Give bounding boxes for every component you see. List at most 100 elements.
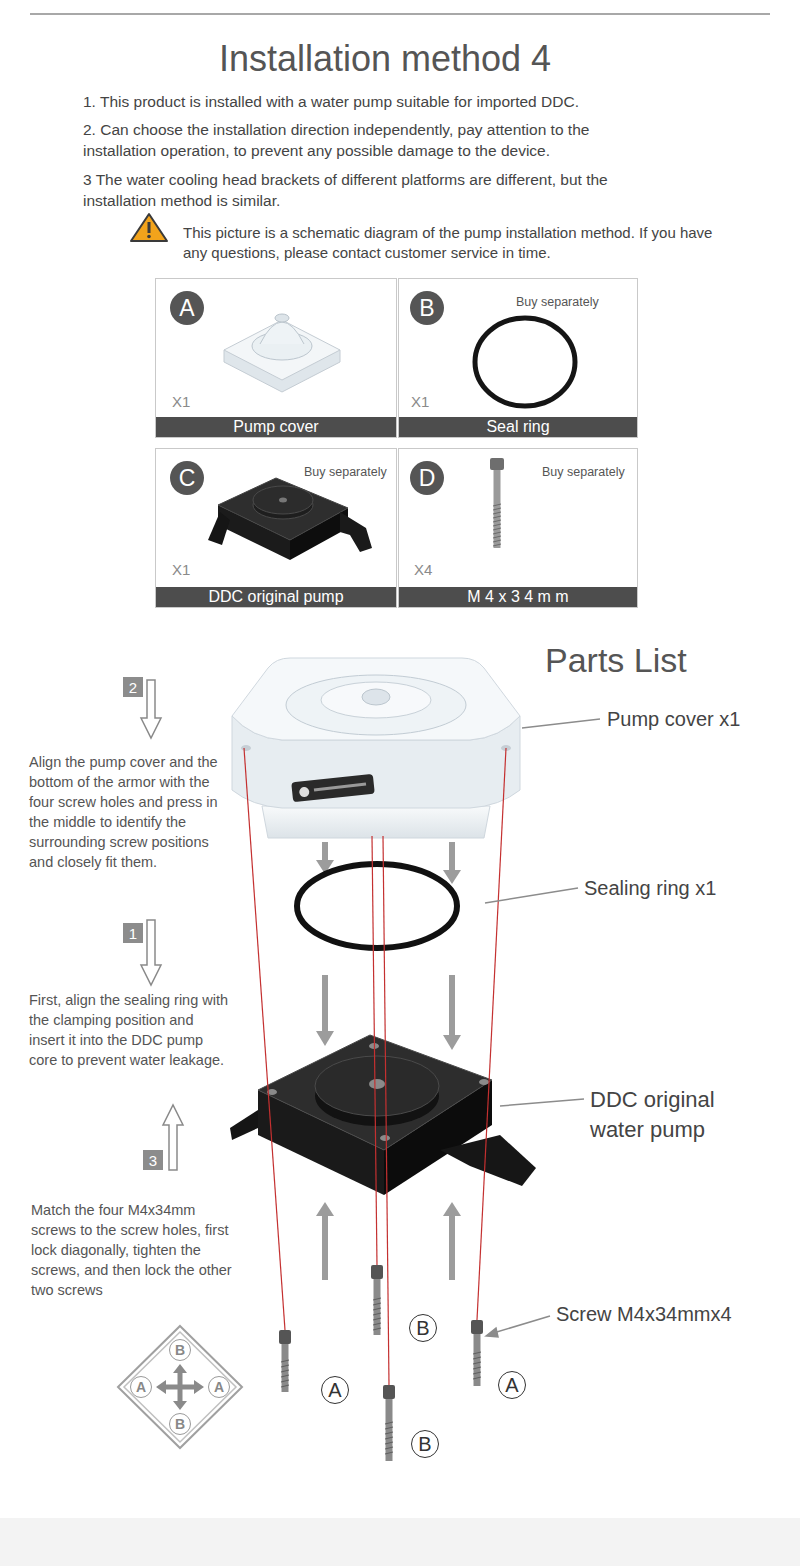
ddc-pump-thumb xyxy=(218,478,348,540)
quantity: X1 xyxy=(172,561,190,579)
ddc-pump-thumb xyxy=(208,512,230,545)
warning-icon xyxy=(131,214,167,241)
part-name-bar: Pump cover xyxy=(156,417,396,437)
ddc-pump-drawing xyxy=(479,1079,489,1085)
gray-arrow xyxy=(322,1216,328,1280)
direction-compass xyxy=(124,1332,236,1442)
gray-arrow xyxy=(322,975,328,1031)
step-number: 3 xyxy=(143,1150,163,1170)
screw-position-letter-text: A xyxy=(328,1380,341,1400)
ddc-pump-drawing xyxy=(230,1110,258,1140)
part-label: Sealing ring x1 xyxy=(584,876,789,900)
screw-drawing xyxy=(474,1334,481,1386)
seal-ring-thumb xyxy=(475,318,575,406)
step-number: 1 xyxy=(123,923,143,943)
compass-letter: B xyxy=(169,1413,191,1435)
leader-line xyxy=(522,719,600,728)
bottom-band xyxy=(0,1518,800,1566)
screw-drawing xyxy=(282,1344,289,1392)
ddc-pump-drawing xyxy=(380,1135,390,1141)
part-label: Pump cover x1 xyxy=(607,707,792,731)
ddc-pump-drawing xyxy=(315,1056,439,1116)
step-number-text: 2 xyxy=(129,680,137,695)
part-letter-text: C xyxy=(179,467,196,490)
screw-drawing xyxy=(279,1330,291,1344)
quantity: X1 xyxy=(411,393,429,411)
part-name-bar: DDC original pump xyxy=(156,587,396,607)
part-letter: C xyxy=(170,461,204,495)
part-cell: BSeal ringBuy separatelyX1 xyxy=(398,278,638,438)
part-name-bar-text: M 4 x 3 4 m m xyxy=(467,589,568,605)
gray-arrow xyxy=(316,1031,334,1046)
leader-line xyxy=(486,1328,498,1337)
screw-drawing xyxy=(386,1399,393,1461)
pump-cover-drawing xyxy=(286,675,466,735)
step-arrow xyxy=(141,920,161,985)
pump-cover-drawing xyxy=(321,682,431,718)
screw-thumb xyxy=(490,458,504,470)
screw-position-letter: B xyxy=(409,1314,437,1342)
screw-drawing xyxy=(371,1265,383,1279)
screw-drawing xyxy=(374,1279,381,1335)
pump-cover-drawing xyxy=(262,806,490,838)
compass-letter-text: B xyxy=(175,1343,185,1357)
gray-arrow xyxy=(449,842,455,870)
step-arrow xyxy=(163,1105,183,1170)
compass-letter: B xyxy=(169,1339,191,1361)
step-text: First, align the sealing ring with the c… xyxy=(29,990,229,1070)
quantity: X4 xyxy=(414,561,432,579)
compass-letter: A xyxy=(130,1376,152,1398)
pump-cover-drawing xyxy=(232,658,520,740)
sealing-ring-drawing xyxy=(297,864,457,948)
step-text: Align the pump cover and the bottom of t… xyxy=(29,752,229,872)
step-number: 2 xyxy=(123,677,143,697)
compass-letter-text: A xyxy=(214,1380,224,1394)
top-rule xyxy=(30,13,770,15)
screw-drawing xyxy=(373,1298,381,1330)
part-name-bar: M 4 x 3 4 m m xyxy=(399,587,637,607)
purchase-note: Buy separately xyxy=(304,465,387,480)
step-arrow xyxy=(141,680,161,738)
part-label: DDC original water pump xyxy=(590,1085,755,1145)
step-number-text: 3 xyxy=(149,1153,157,1168)
compass-letter: A xyxy=(208,1376,230,1398)
screw-thumb xyxy=(494,470,501,548)
part-cell: APump coverX1 xyxy=(155,278,397,438)
bottom-band xyxy=(0,1518,800,1566)
step-text: Match the four M4x34mm screws to the scr… xyxy=(31,1200,236,1300)
alignment-line xyxy=(372,836,377,1265)
direction-compass xyxy=(165,1372,195,1402)
pump-cover-thumb xyxy=(224,320,340,380)
ddc-pump-drawing xyxy=(440,1135,536,1186)
part-name-bar-text: Pump cover xyxy=(233,419,318,435)
part-name-bar: Seal ring xyxy=(399,417,637,437)
part-letter: B xyxy=(410,291,444,325)
compass-letter-text: A xyxy=(136,1380,146,1394)
warning-text: This picture is a schematic diagram of t… xyxy=(183,223,738,263)
pump-cover-drawing xyxy=(232,658,520,838)
leader-line xyxy=(485,719,600,1337)
screw-position-letter-text: A xyxy=(505,1375,518,1395)
ddc-pump-drawing xyxy=(369,1079,385,1089)
pump-cover-drawing xyxy=(362,689,390,705)
screw-drawing xyxy=(279,1265,483,1461)
gray-arrow xyxy=(316,1202,334,1216)
pump-cover-thumb xyxy=(224,314,340,392)
screw-drawing xyxy=(385,1422,393,1454)
part-letter-text: A xyxy=(179,297,194,320)
alignment-line xyxy=(383,836,389,1385)
direction-compass xyxy=(118,1326,242,1448)
section-heading: Parts List xyxy=(545,640,785,680)
step-arrow xyxy=(141,680,183,1170)
alignment-line xyxy=(244,748,285,1330)
pump-cover-thumb xyxy=(275,314,289,322)
part-letter: A xyxy=(170,291,204,325)
screw-thumb xyxy=(493,504,501,546)
gray-arrow xyxy=(443,1202,461,1216)
screw-drawing xyxy=(471,1320,483,1334)
part-cell: DM 4 x 3 4 m mBuy separatelyX4 xyxy=(398,448,638,608)
pump-cover-thumb xyxy=(260,322,304,344)
note-text: 2. Can choose the installation direction… xyxy=(83,119,628,161)
compass-letter-text: B xyxy=(175,1417,185,1431)
pump-cover-drawing xyxy=(291,774,375,802)
